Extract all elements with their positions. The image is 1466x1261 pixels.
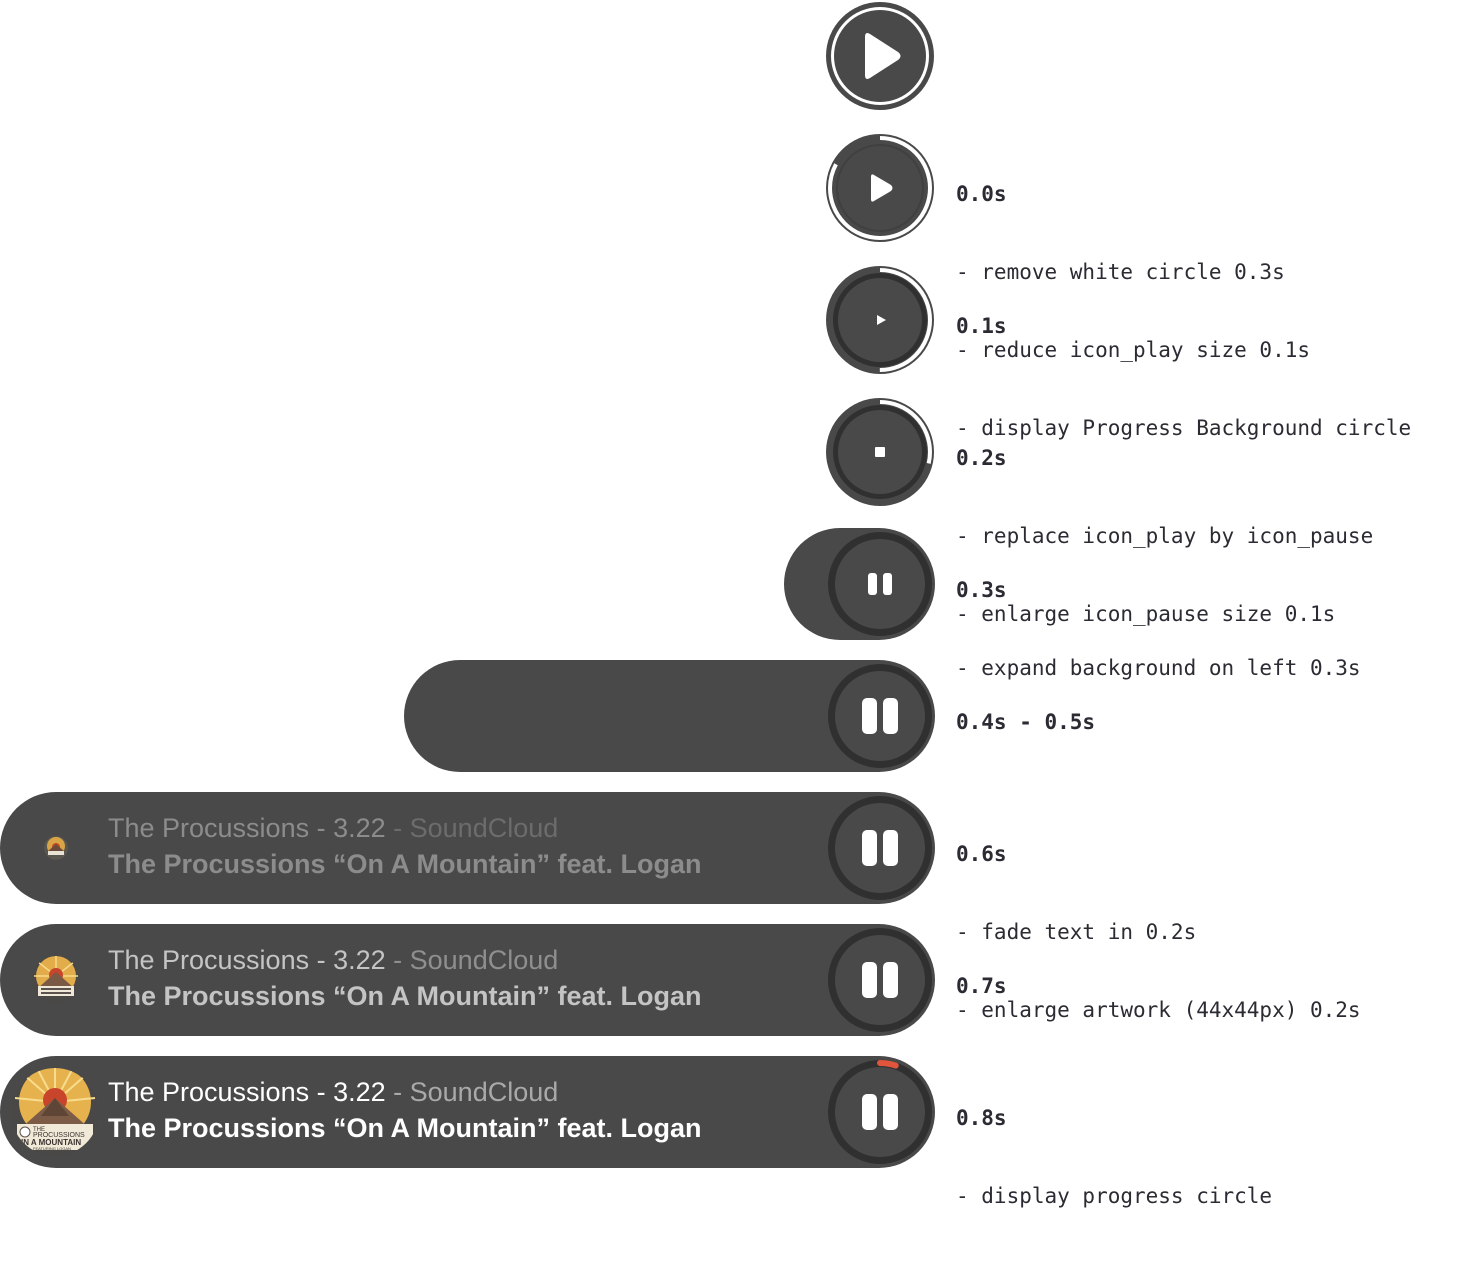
svg-text:PROCUSSIONS: PROCUSSIONS — [33, 1132, 85, 1139]
pause-icon — [868, 573, 892, 595]
player-pill-step-0-8[interactable]: THE PROCUSSIONS IN A MOUNTAIN FEATURING … — [0, 1056, 935, 1168]
step-note-0-0: 0.0s - remove white circle 0.3s - reduce… — [956, 129, 1411, 493]
pause-button[interactable] — [825, 1056, 935, 1166]
step-time: 0.6s — [956, 842, 1007, 866]
album-artwork — [44, 836, 68, 860]
step-line: - enlarge artwork (44x44px) 0.2s — [956, 998, 1361, 1022]
player-pill-step-0-7[interactable]: The Procussions - 3.22 - SoundCloud The … — [0, 924, 935, 1036]
progress-ring-icon — [828, 1060, 932, 1164]
step-time: 0.0s — [956, 182, 1007, 206]
step-line: - expand background on left 0.3s — [956, 656, 1361, 680]
svg-text:IN A MOUNTAIN: IN A MOUNTAIN — [21, 1138, 81, 1147]
pause-icon — [862, 1094, 898, 1130]
step-note-0-8: 0.8s - display progress circle — [956, 1053, 1272, 1261]
step-note-0-3: 0.3s - expand background on left 0.3s — [956, 525, 1361, 733]
pause-icon — [862, 830, 898, 866]
player-pill-step-0-3[interactable] — [784, 528, 935, 640]
track-source: - SoundCloud — [385, 945, 559, 975]
step-note-0-2: 0.2s - replace icon_play by icon_pause -… — [956, 393, 1373, 679]
step-note-0-1: 0.1s — [956, 261, 1007, 391]
step-time: 0.4s - 0.5s — [956, 710, 1096, 734]
track-subtitle: The Procussions “On A Mountain” feat. Lo… — [108, 981, 702, 1011]
animation-spec-diagram: The Procussions - 3.22 - SoundCloud The … — [0, 1, 1411, 1208]
svg-text:THE: THE — [33, 1127, 45, 1133]
step-note-0-7: 0.7s — [956, 921, 1007, 1051]
step-line: - enlarge icon_pause size 0.1s — [956, 602, 1336, 626]
step-line: - remove white circle 0.3s — [956, 260, 1285, 284]
step-line: - reduce icon_play size 0.1s — [956, 338, 1311, 362]
pause-button[interactable] — [825, 528, 935, 638]
album-artwork — [32, 956, 80, 1004]
step-note-0-6: 0.6s - fade text in 0.2s - enlarge artwo… — [956, 789, 1361, 1075]
step-note-0-4: 0.4s - 0.5s — [956, 657, 1095, 787]
track-subtitle: The Procussions “On A Mountain” feat. Lo… — [108, 849, 702, 879]
player-pill-step-0-4[interactable] — [404, 660, 935, 772]
pause-button[interactable] — [825, 924, 935, 1034]
track-title: The Procussions - 3.22 — [108, 945, 386, 975]
step-line: - display Progress Background circle — [956, 416, 1412, 440]
stop-icon — [875, 447, 885, 457]
pause-icon — [862, 698, 898, 734]
track-source: - SoundCloud — [385, 1077, 559, 1107]
step-time: 0.7s — [956, 974, 1007, 998]
pause-button[interactable] — [825, 792, 935, 902]
play-icon — [871, 174, 893, 202]
play-button-step-0-0[interactable] — [825, 133, 935, 243]
play-icon — [877, 315, 886, 325]
track-subtitle: The Procussions “On A Mountain” feat. Lo… — [108, 1113, 702, 1143]
play-button-step-0-2[interactable] — [825, 397, 935, 507]
play-button-initial[interactable] — [825, 1, 935, 111]
step-time: 0.2s — [956, 446, 1007, 470]
step-line: - replace icon_play by icon_pause — [956, 524, 1374, 548]
step-time: 0.8s — [956, 1106, 1007, 1130]
step-line: - display progress circle — [956, 1184, 1273, 1208]
track-title: The Procussions - 3.22 — [108, 813, 386, 843]
player-pill-step-0-6[interactable]: The Procussions - 3.22 - SoundCloud The … — [0, 792, 935, 904]
step-time: 0.3s — [956, 578, 1007, 602]
svg-text:FEATURING LOGAN: FEATURING LOGAN — [33, 1146, 71, 1151]
album-artwork: THE PROCUSSIONS IN A MOUNTAIN FEATURING … — [11, 1068, 99, 1156]
track-title: The Procussions - 3.22 — [108, 1077, 386, 1107]
track-source: - SoundCloud — [385, 813, 559, 843]
pause-icon — [862, 962, 898, 998]
play-icon — [865, 33, 901, 79]
play-button-step-0-1[interactable] — [825, 265, 935, 375]
pause-button[interactable] — [825, 660, 935, 770]
step-time: 0.1s — [956, 314, 1007, 338]
step-line: - fade text in 0.2s — [956, 920, 1197, 944]
